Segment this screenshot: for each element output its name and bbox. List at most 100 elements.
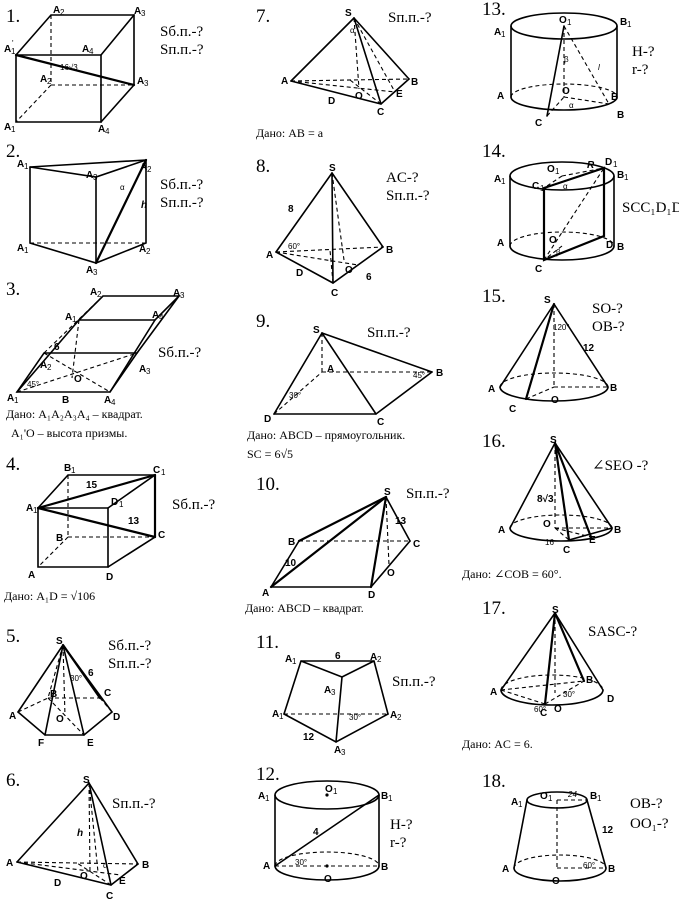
- problem-number: 4.: [6, 454, 20, 475]
- diagonal-length: 16√3: [60, 63, 78, 72]
- svg-text:S: S: [552, 605, 559, 616]
- svg-text:A: A: [488, 384, 495, 395]
- svg-text:3: 3: [341, 748, 346, 757]
- svg-text:1: 1: [14, 396, 19, 405]
- problem-number: 6.: [6, 770, 20, 791]
- svg-text:1: 1: [265, 794, 270, 803]
- svg-text:3: 3: [141, 9, 146, 18]
- problem-5: 5. S A B C D E F O 6 30° Sб.п.-? Sп.п.-?: [6, 626, 152, 749]
- svg-text:D: D: [606, 240, 613, 251]
- svg-text:S: S: [544, 295, 551, 306]
- svg-text:1: 1: [388, 794, 393, 803]
- svg-text:O: O: [80, 871, 88, 882]
- svg-text:D: D: [264, 414, 271, 425]
- svg-text:B: B: [436, 368, 443, 379]
- svg-text:A: A: [281, 76, 288, 87]
- diagonal-length: 4: [313, 827, 319, 838]
- svg-text:1: 1: [279, 712, 284, 721]
- svg-text:A: A: [497, 238, 504, 249]
- svg-text:C: C: [377, 107, 384, 118]
- svg-text:A: A: [28, 570, 35, 581]
- problem-number: 5.: [6, 626, 20, 647]
- problem-number: 12.: [256, 764, 280, 785]
- svg-text:2: 2: [47, 363, 52, 372]
- svg-text:A: A: [494, 27, 501, 38]
- svg-text:E: E: [589, 535, 596, 546]
- hidden-edge: [15, 84, 52, 123]
- question-1: Sб.п.-?: [108, 638, 151, 654]
- svg-text:B: B: [142, 860, 149, 871]
- svg-text:C: C: [331, 288, 338, 299]
- svg-text:1: 1: [161, 468, 166, 477]
- svg-text:A: A: [139, 244, 146, 255]
- problem-number: 16.: [482, 431, 506, 452]
- svg-text:O: O: [562, 86, 570, 97]
- svg-text:B: B: [617, 110, 624, 121]
- question-1: Sб.п.-?: [158, 345, 201, 361]
- svg-text:O: O: [74, 374, 82, 385]
- svg-text:A: A: [327, 364, 334, 375]
- length-13: 13: [128, 516, 140, 527]
- svg-text:B: B: [288, 537, 295, 548]
- question-2: Sп.п.-?: [160, 42, 204, 58]
- svg-text:B: B: [614, 525, 621, 536]
- question-1: AC-?: [386, 170, 419, 186]
- svg-text:3: 3: [93, 268, 98, 277]
- svg-text:A: A: [26, 503, 33, 514]
- svg-text:1: 1: [555, 167, 560, 176]
- svg-text:B: B: [64, 463, 71, 474]
- svg-text:1: 1: [119, 500, 124, 509]
- angle-label: 60°: [583, 861, 595, 870]
- svg-text:C: C: [535, 264, 542, 275]
- angle-30: 30°: [563, 690, 575, 699]
- length-15: 15: [86, 480, 98, 491]
- angle-label: 30°: [70, 674, 82, 683]
- top-edge: 6: [335, 651, 341, 662]
- given-1: Дано: A₁A₂A₃A₄ – квадрат.: [6, 407, 143, 421]
- question-1: Sб.п.-?: [160, 24, 203, 40]
- svg-text:A: A: [7, 393, 14, 404]
- radius-label: R: [587, 160, 595, 171]
- svg-text:C: C: [413, 539, 420, 550]
- svg-text:A: A: [334, 745, 341, 756]
- svg-text:S: S: [345, 8, 352, 19]
- cube-diagonal: [14, 53, 136, 87]
- svg-text:A: A: [98, 124, 105, 135]
- problem-16: 16. S 8√3 A B O C E 16 ∠SEO -? Дано: ∠CO…: [462, 431, 649, 581]
- question-2: OB-?: [592, 319, 625, 335]
- svg-text:A: A: [262, 588, 269, 599]
- svg-text:A: A: [324, 685, 331, 696]
- svg-text:4: 4: [89, 47, 94, 56]
- svg-text:1: 1: [333, 787, 338, 796]
- question-1: SASC-?: [588, 624, 638, 640]
- svg-text:S: S: [384, 487, 391, 498]
- problem-number: 15.: [482, 286, 506, 307]
- svg-text:A: A: [40, 74, 47, 85]
- height-label: h: [77, 828, 83, 839]
- base-length: 6: [366, 272, 372, 283]
- svg-text:2: 2: [146, 247, 151, 256]
- question-2: Sп.п.-?: [160, 195, 204, 211]
- svg-text:A: A: [490, 687, 497, 698]
- svg-text:B: B: [611, 92, 618, 103]
- question-1: Sп.п.-?: [112, 796, 156, 812]
- svg-text:O: O: [325, 784, 333, 795]
- svg-text:1: 1: [624, 173, 629, 182]
- svg-text:C: C: [104, 688, 111, 699]
- svg-text:3: 3: [93, 173, 98, 182]
- svg-text:C: C: [106, 891, 113, 902]
- svg-text:1: 1: [501, 30, 506, 39]
- svg-text:D: D: [607, 694, 614, 705]
- svg-text:B: B: [620, 17, 627, 28]
- question-1: SCC₁D₁D-?: [622, 200, 679, 216]
- problem-number: 17.: [482, 598, 506, 619]
- svg-text:A: A: [511, 797, 518, 808]
- generator-length: 12: [583, 343, 595, 354]
- generator-label: l: [598, 63, 600, 72]
- svg-text:C: C: [532, 181, 539, 192]
